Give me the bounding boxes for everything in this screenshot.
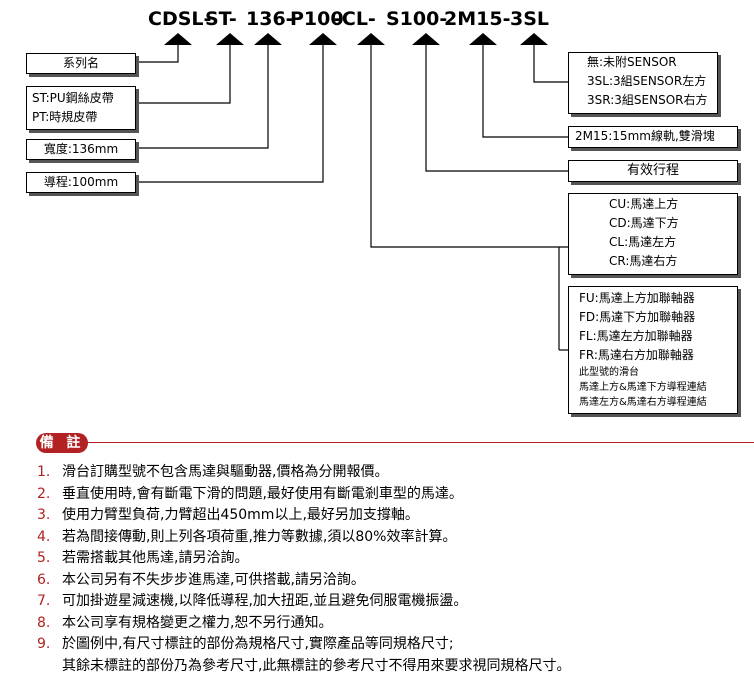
note-item: 4.若為間接傳動,則上列各項荷重,推力等數據,須以80%效率計算。 <box>37 528 457 545</box>
pointer-triangle <box>216 33 244 45</box>
coupling-box: FU:馬達上方加聯軸器 FD:馬達下方加聯軸器 FL:馬達左方加聯軸器 FR:馬… <box>568 286 738 414</box>
coupling-note: 此型號的滑台 <box>579 367 639 378</box>
pointer-triangle <box>469 33 497 45</box>
note-continuation: 其餘未標註的部份乃為參考尺寸,此無標註的參考尺寸不得用來要求視同規格尺寸。 <box>62 657 571 674</box>
stroke-label: 導程:100mm <box>43 175 119 189</box>
motor-option: CD:馬達下方 <box>609 216 679 230</box>
pointer-triangle <box>520 33 548 45</box>
belt-option: PT:時規皮帶 <box>32 110 98 124</box>
leader-rail <box>482 45 568 138</box>
motor-option: CR:馬達右方 <box>609 254 678 268</box>
leader-belt <box>136 45 231 104</box>
note-item: 1.滑台訂購型號不包含馬達與驅動器,價格為分開報價。 <box>37 464 389 480</box>
code-rail: 2M15- <box>444 8 511 30</box>
stroke-box: 導程:100mm <box>26 172 136 193</box>
sensor-option: 3SR:3組SENSOR右方 <box>587 93 708 107</box>
note-item: 9.於圖例中,有尺寸標註的部份為規格尺寸,實際產品等同規格尺寸; <box>37 636 454 652</box>
leader-width <box>136 45 269 149</box>
coupling-option: FD:馬達下方加聯軸器 <box>579 310 696 324</box>
note-item: 8.本公司享有規格變更之權力,恕不另行通知。 <box>37 614 333 631</box>
rail-box: 2M15:15mm線軌,雙滑塊 <box>568 126 738 148</box>
code-motor: -CL- <box>334 8 376 30</box>
coupling-option: FU:馬達上方加聯軸器 <box>579 291 695 305</box>
code-series: CDSL- <box>148 8 212 30</box>
notes-divider <box>86 442 754 443</box>
motor-box: CU:馬達上方 CD:馬達下方 CL:馬達左方 CR:馬達右方 <box>568 193 738 275</box>
note-item: 6.本公司另有不失步步進馬達,可供搭載,請另洽詢。 <box>37 571 365 588</box>
note-item: 2.垂直使用時,會有斷電下滑的問題,最好使用有斷電剎車型的馬達。 <box>37 485 463 502</box>
leader-series <box>136 45 179 63</box>
belt-box: ST:PU鋼絲皮帶 PT:時規皮帶 <box>26 86 136 130</box>
sensor-box: 無:未附SENSOR 3SL:3組SENSOR左方 3SR:3組SENSOR右方 <box>568 52 718 114</box>
code-belt: ST- <box>205 8 237 30</box>
coupling-note: 馬達左方&馬達右方導程連結 <box>579 397 707 408</box>
leader-stroke <box>136 45 324 183</box>
leader-effective <box>425 45 568 172</box>
note-item: 3.使用力臂型負荷,力臂超出450mm以上,最好另加支撐軸。 <box>37 507 419 523</box>
coupling-note: 馬達上方&馬達下方導程連結 <box>579 382 707 393</box>
pointer-triangle <box>357 33 385 45</box>
rail-label: 2M15:15mm線軌,雙滑塊 <box>575 129 715 143</box>
code-width: 136- <box>246 8 294 30</box>
effective-stroke-box: 有效行程 <box>568 160 738 182</box>
width-label: 寬度:136mm <box>43 142 119 156</box>
pointer-triangle <box>164 33 192 45</box>
model-code: CDSL- ST- 136- P100 -CL- S100- 2M15- 3SL <box>0 6 754 32</box>
series-label: 系列名 <box>62 56 99 70</box>
leader-lines <box>136 33 568 351</box>
sensor-option: 3SL:3組SENSOR左方 <box>587 74 707 88</box>
code-effective-stroke: S100- <box>386 8 448 30</box>
code-stroke: P100 <box>290 8 344 30</box>
leader-motor <box>370 45 568 248</box>
notes-list: 1.滑台訂購型號不包含馬達與驅動器,價格為分開報價。 2.垂直使用時,會有斷電下… <box>37 462 747 677</box>
code-sensor: 3SL <box>510 8 550 30</box>
effective-stroke-label: 有效行程 <box>626 163 679 178</box>
belt-option: ST:PU鋼絲皮帶 <box>32 91 114 105</box>
sensor-option: 無:未附SENSOR <box>587 55 677 69</box>
width-box: 寬度:136mm <box>26 139 136 160</box>
motor-option: CU:馬達上方 <box>609 197 679 211</box>
coupling-option: FL:馬達左方加聯軸器 <box>579 329 693 343</box>
pointer-triangle <box>412 33 440 45</box>
pointer-triangle <box>309 33 337 45</box>
pointer-triangle <box>254 33 282 45</box>
notes-title: 備 註 <box>36 433 88 453</box>
coupling-option: FR:馬達右方加聯軸器 <box>579 348 694 362</box>
leader-sensor <box>533 45 568 83</box>
motor-option: CL:馬達左方 <box>609 235 677 249</box>
note-item: 5.若需搭載其他馬達,請另洽詢。 <box>37 550 249 566</box>
note-item: 7.可加掛遊星減速機,以降低導程,加大扭距,並且避免伺服電機振盪。 <box>37 593 468 609</box>
series-box: 系列名 <box>26 53 136 74</box>
